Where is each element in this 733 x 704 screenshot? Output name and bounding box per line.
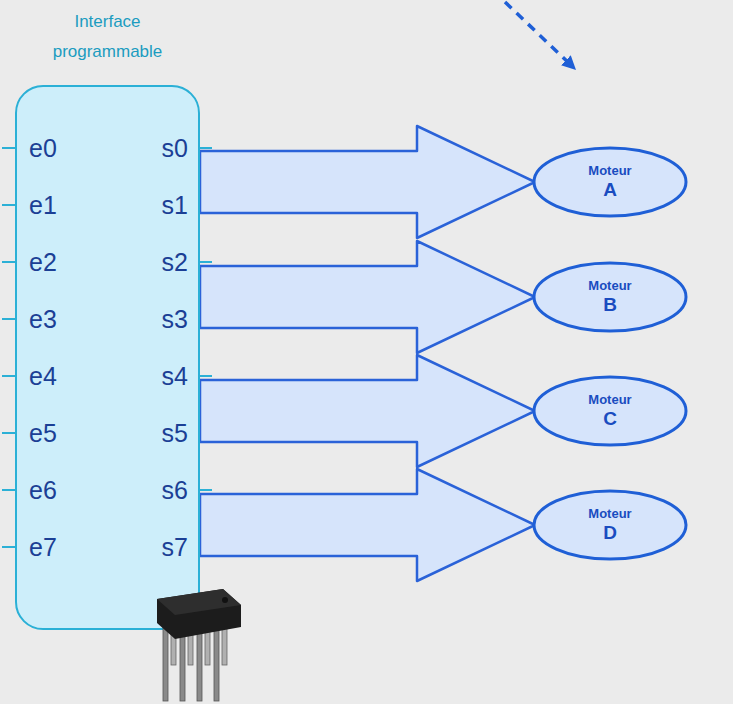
input-pin-name: e5 <box>29 418 57 448</box>
pin-tick <box>2 147 15 149</box>
motor-shape <box>534 377 686 445</box>
motor-shape <box>534 263 686 331</box>
pin-tick <box>2 489 15 491</box>
interface-heading: Interface programmable <box>40 7 175 67</box>
pin-tick <box>200 147 212 149</box>
motor-letter: C <box>603 408 617 430</box>
pin-tick <box>2 318 15 320</box>
motor-ellipse: MoteurD <box>532 489 688 561</box>
output-pin-name: s1 <box>162 190 188 220</box>
input-pin-name: e2 <box>29 247 57 277</box>
chip-icon <box>147 583 257 704</box>
pin-tick <box>200 489 212 491</box>
pin-tick <box>2 204 15 206</box>
chip-body <box>157 589 241 639</box>
block-arrow <box>200 126 535 238</box>
chip-pin <box>163 623 168 701</box>
pin-tick <box>2 261 15 263</box>
block-arrow <box>200 469 535 581</box>
motor-letter: B <box>603 294 617 316</box>
pin-tick <box>2 375 15 377</box>
motor-label: Moteur <box>588 278 631 294</box>
motor-shape <box>534 491 686 559</box>
motor-letter: D <box>603 522 617 544</box>
output-pin-name: s2 <box>162 247 188 277</box>
input-pin-name: e6 <box>29 475 57 505</box>
motor-ellipse: MoteurA <box>532 146 688 218</box>
block-arrow <box>200 241 535 353</box>
motor-letter: A <box>603 179 617 201</box>
dashed-pointer <box>505 2 574 68</box>
input-pin-name: e0 <box>29 133 57 163</box>
input-pin-name: e7 <box>29 532 57 562</box>
pin-tick <box>2 432 15 434</box>
output-pin-name: s7 <box>162 532 188 562</box>
input-pin-name: e3 <box>29 304 57 334</box>
pin-tick <box>200 261 212 263</box>
motor-label: Moteur <box>588 163 631 179</box>
output-pin-name: s3 <box>162 304 188 334</box>
chip-notch <box>222 597 228 603</box>
input-pin-name: e4 <box>29 361 57 391</box>
output-pin-name: s6 <box>162 475 188 505</box>
output-pin-name: s5 <box>162 418 188 448</box>
motor-ellipse: MoteurC <box>532 375 688 447</box>
pin-tick <box>200 375 212 377</box>
block-arrow <box>200 355 535 467</box>
output-pin-name: s4 <box>162 361 188 391</box>
motor-shape <box>534 148 686 216</box>
input-pin-name: e1 <box>29 190 57 220</box>
motor-label: Moteur <box>588 506 631 522</box>
interface-box: Interface programmablee0e1e2e3e4e5e6e7s0… <box>15 85 200 630</box>
pin-tick <box>2 546 15 548</box>
motor-ellipse: MoteurB <box>532 261 688 333</box>
chip-pin <box>214 623 219 701</box>
output-pin-name: s0 <box>162 133 188 163</box>
motor-label: Moteur <box>588 392 631 408</box>
chip-top <box>157 589 241 615</box>
